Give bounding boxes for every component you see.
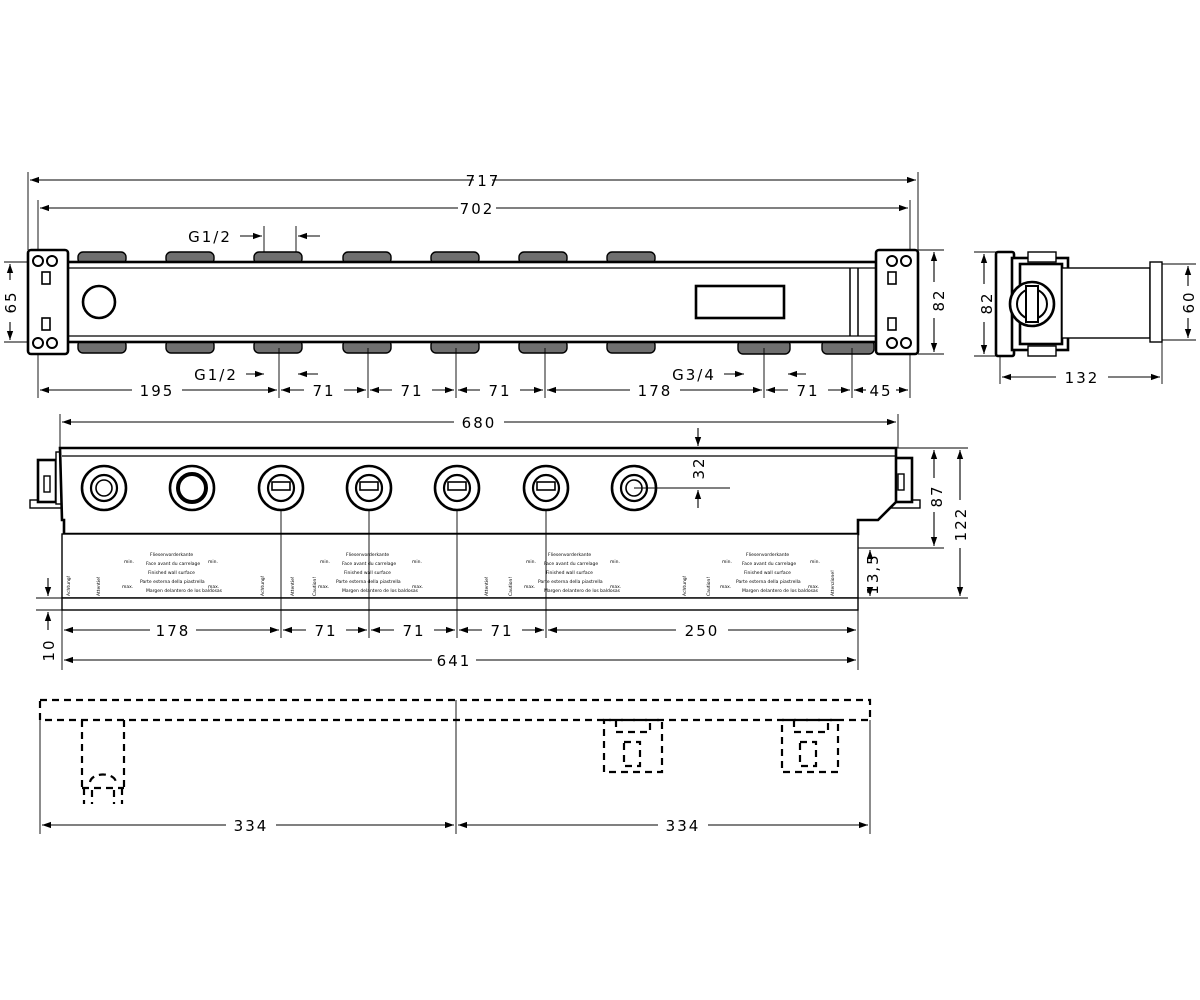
svg-text:Attenzione!: Attenzione! — [830, 570, 836, 596]
bottom-view: 334 334 — [38, 698, 872, 835]
top-view: 717 702 G1/2 65 82 G1/2 — [2, 172, 948, 400]
middle-clip-hidden — [602, 718, 664, 774]
dim-250: 250 — [685, 622, 720, 640]
front-view-dimensions: 680 32 87 122 13,5 10 — [36, 414, 970, 670]
svg-text:min.: min. — [208, 559, 218, 565]
svg-text:Finished wall surface: Finished wall surface — [148, 570, 195, 576]
svg-text:Parte esterna della piastrella: Parte esterna della piastrella — [736, 579, 801, 585]
svg-text:Parte esterna della piastrella: Parte esterna della piastrella — [140, 579, 205, 585]
svg-text:Face avant du carrelage: Face avant du carrelage — [544, 561, 598, 567]
svg-text:Margen delantero de los baldos: Margen delantero de los baldosas — [742, 588, 819, 594]
dim-60-side: 60 — [1180, 290, 1198, 313]
svg-text:min.: min. — [610, 559, 620, 565]
svg-text:Margen delantero de los baldos: Margen delantero de los baldosas — [342, 588, 419, 594]
dim-178-front: 178 — [156, 622, 191, 640]
svg-text:max.: max. — [808, 585, 819, 590]
dim-122: 122 — [952, 507, 970, 542]
svg-text:min.: min. — [810, 559, 820, 565]
thread-g12-bottom: G1/2 — [194, 366, 238, 384]
svg-text:Caution!: Caution! — [508, 577, 514, 596]
port-centerlines — [280, 487, 730, 638]
thread-g12-top: G1/2 — [188, 228, 232, 246]
template-labels: Fliesenvorderkante Face avant du carrela… — [66, 552, 836, 596]
dim-178-top: 178 — [638, 382, 673, 400]
svg-text:Achtung!: Achtung! — [682, 575, 688, 596]
svg-text:min.: min. — [526, 559, 536, 565]
svg-text:Achtung!: Achtung! — [260, 575, 266, 596]
dim-641: 641 — [437, 652, 472, 670]
dim-680: 680 — [462, 414, 497, 432]
right-bracket-top — [874, 248, 920, 356]
svg-text:Parte esterna della piastrella: Parte esterna della piastrella — [336, 579, 401, 585]
dim-87: 87 — [928, 484, 946, 507]
display-cutout-top — [694, 284, 786, 320]
dim-82-top: 82 — [930, 288, 948, 311]
dim-334-left: 334 — [234, 817, 269, 835]
mounting-template — [61, 533, 859, 599]
valve-circle-top — [81, 284, 117, 320]
bottom-outline — [38, 698, 872, 722]
svg-text:min.: min. — [412, 559, 422, 565]
svg-text:Fliesenvorderkante: Fliesenvorderkante — [746, 552, 789, 558]
right-clip-hidden — [780, 718, 840, 774]
svg-text:Finished wall surface: Finished wall surface — [744, 570, 791, 576]
dim-132: 132 — [1065, 369, 1100, 387]
svg-text:Margen delantero de los baldos: Margen delantero de los baldosas — [146, 588, 223, 594]
dim-717: 717 — [466, 172, 501, 190]
dim-71-a: 71 — [312, 382, 335, 400]
bottom-view-dimensions: 334 334 — [39, 720, 871, 835]
dim-71-d: 71 — [796, 382, 819, 400]
svg-text:max.: max. — [318, 585, 329, 590]
svg-text:Fliesenvorderkante: Fliesenvorderkante — [548, 552, 591, 558]
dim-71-c: 71 — [488, 382, 511, 400]
svg-text:Finished wall surface: Finished wall surface — [546, 570, 593, 576]
dim-32: 32 — [690, 456, 708, 479]
svg-text:max.: max. — [720, 585, 731, 590]
dim-45: 45 — [869, 382, 892, 400]
svg-text:Face avant du carrelage: Face avant du carrelage — [146, 561, 200, 567]
dim-71-front-b: 71 — [402, 622, 425, 640]
left-hook-hidden — [80, 720, 126, 804]
svg-text:Margen delantero de los baldos: Margen delantero de los baldosas — [544, 588, 621, 594]
dim-334-right: 334 — [666, 817, 701, 835]
svg-text:Caution!: Caution! — [312, 577, 318, 596]
svg-text:Finished wall surface: Finished wall surface — [344, 570, 391, 576]
svg-text:Face avant du carrelage: Face avant du carrelage — [742, 561, 796, 567]
dim-65: 65 — [2, 290, 20, 313]
svg-text:min.: min. — [320, 559, 330, 565]
dim-10: 10 — [40, 638, 58, 661]
dim-82-side: 82 — [978, 291, 996, 314]
dim-71-front-a: 71 — [314, 622, 337, 640]
svg-text:min.: min. — [722, 559, 732, 565]
dim-195: 195 — [140, 382, 175, 400]
top-view-dimensions: 717 702 G1/2 65 82 G1/2 — [2, 172, 948, 400]
side-view: 82 60 132 — [974, 250, 1198, 387]
svg-text:max.: max. — [208, 585, 219, 590]
svg-text:Achtung!: Achtung! — [66, 575, 72, 596]
left-bracket-top — [26, 248, 70, 356]
thread-g34: G3/4 — [672, 366, 716, 384]
svg-text:Attentie!: Attentie! — [96, 576, 102, 596]
svg-text:Fliesenvorderkante: Fliesenvorderkante — [346, 552, 389, 558]
front-view: Fliesenvorderkante Face avant du carrela… — [29, 414, 970, 670]
svg-text:Fliesenvorderkante: Fliesenvorderkante — [150, 552, 193, 558]
svg-text:Parte esterna della piastrella: Parte esterna della piastrella — [538, 579, 603, 585]
dim-71-b: 71 — [400, 382, 423, 400]
svg-text:max.: max. — [610, 585, 621, 590]
svg-text:max.: max. — [524, 585, 535, 590]
svg-text:min.: min. — [124, 559, 134, 565]
side-view-dimensions: 82 60 132 — [974, 251, 1198, 387]
dim-13-5: 13,5 — [864, 553, 882, 594]
svg-text:max.: max. — [412, 585, 423, 590]
svg-text:max.: max. — [122, 585, 133, 590]
dim-702: 702 — [460, 200, 495, 218]
front-ports — [80, 464, 658, 512]
svg-text:Caution!: Caution! — [706, 577, 712, 596]
dim-71-front-c: 71 — [490, 622, 513, 640]
svg-text:Attentie!: Attentie! — [290, 576, 296, 596]
svg-text:Attentie!: Attentie! — [484, 576, 490, 596]
